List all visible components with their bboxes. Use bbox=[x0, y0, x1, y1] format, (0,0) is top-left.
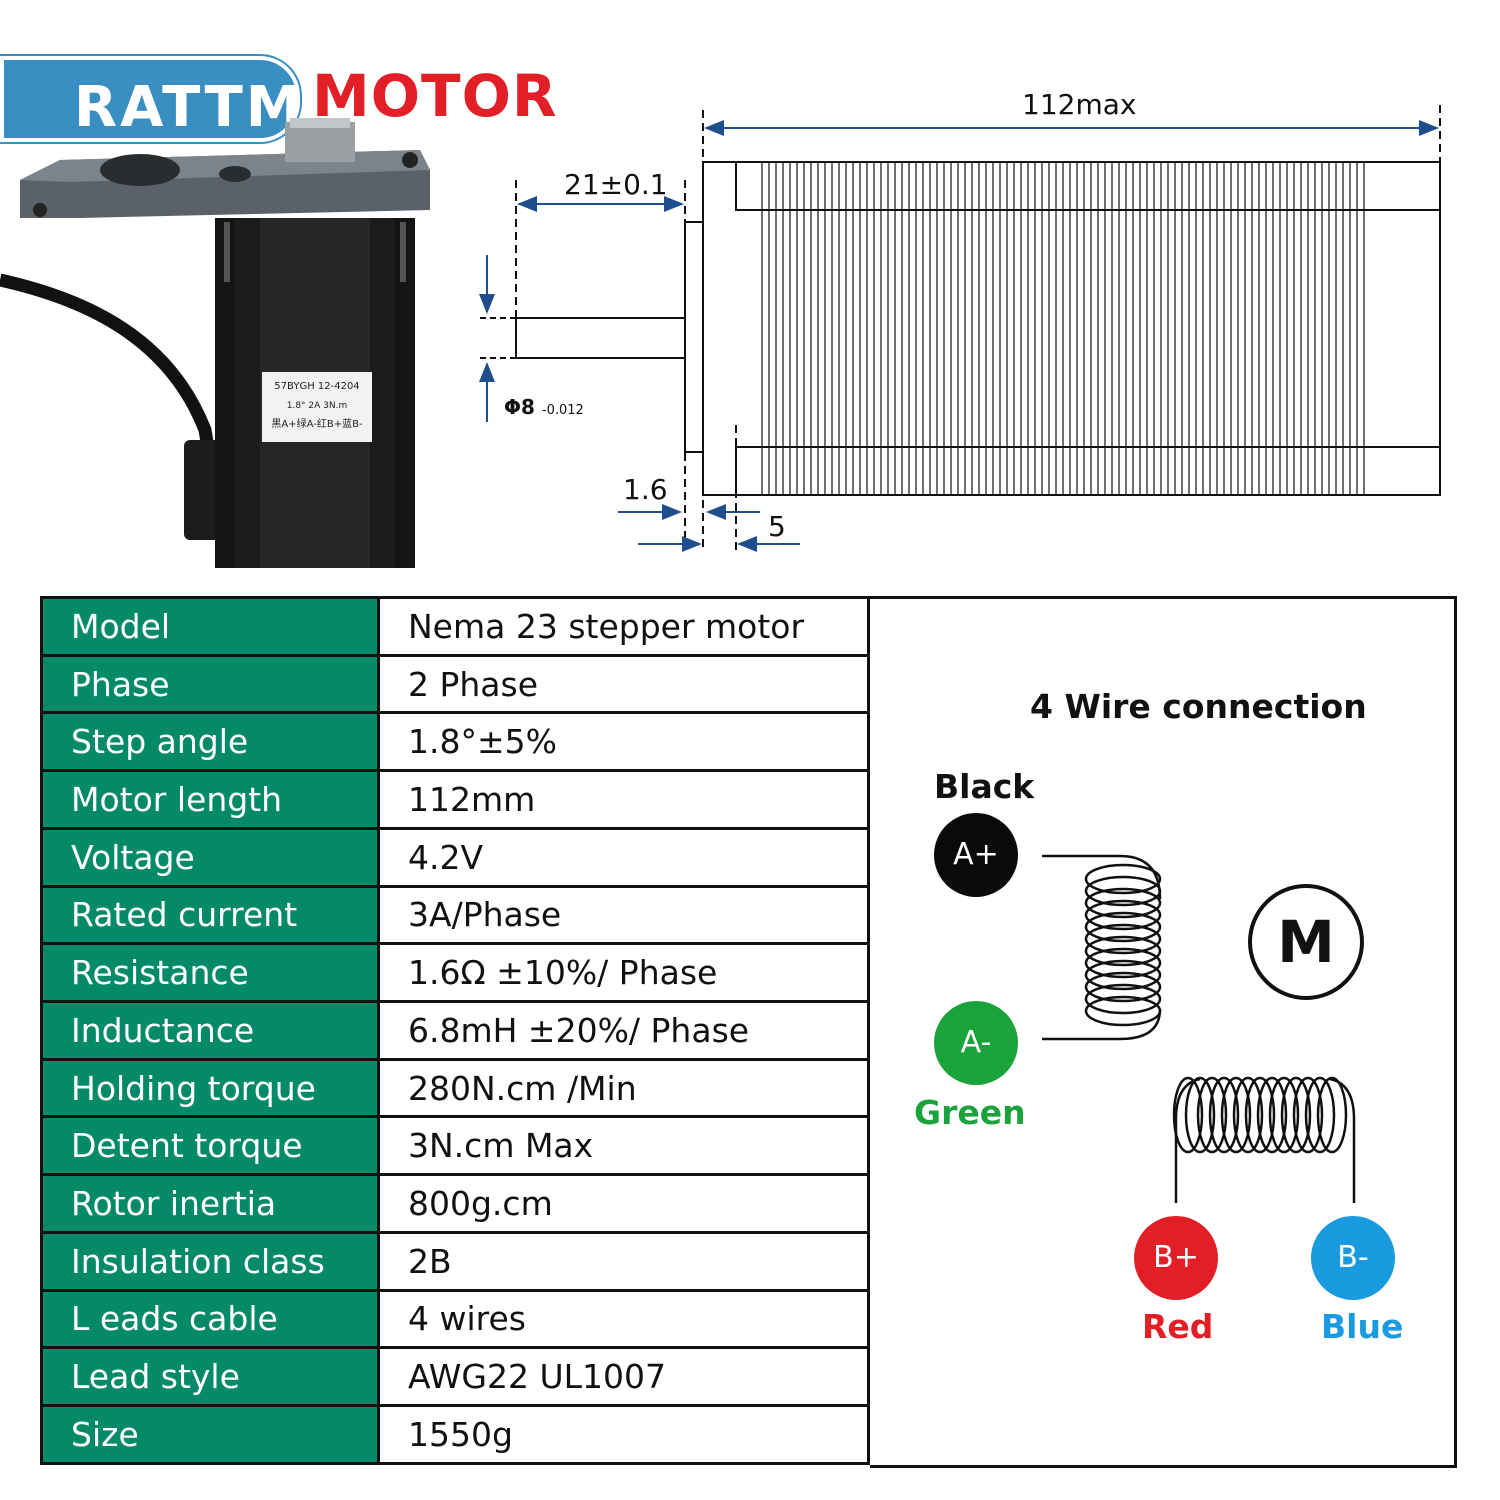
spec-label: Size bbox=[40, 1404, 380, 1465]
brand-suffix: MOTOR bbox=[312, 62, 558, 130]
spec-value: 4 wires bbox=[377, 1288, 870, 1350]
wiring-title: 4 Wire connection bbox=[1030, 687, 1367, 726]
spec-value: 1.6Ω ±10%/ Phase bbox=[377, 942, 870, 1004]
spec-value: 3N.cm Max bbox=[377, 1115, 870, 1177]
spec-label: Model bbox=[40, 596, 380, 657]
spec-label: Insulation class bbox=[40, 1230, 380, 1292]
spec-label: Step angle bbox=[40, 711, 380, 773]
dim-shaft-length: 21±0.1 bbox=[564, 168, 668, 201]
dim-boss-length: 5 bbox=[768, 510, 786, 543]
spec-label: Rotor inertia bbox=[40, 1173, 380, 1234]
spec-label: Voltage bbox=[40, 826, 380, 888]
spec-value: 112mm bbox=[377, 769, 870, 830]
dimension-drawing: 112max 21±0.1 Φ8 -0.012 1.6 5 bbox=[470, 80, 1470, 580]
spec-label: Rated current bbox=[40, 884, 380, 946]
motor-photo: 57BYGH 12-4204 1.8° 2A 3N.m 黑A+绿A-红B+蓝B- bbox=[0, 110, 460, 580]
spec-value: Nema 23 stepper motor bbox=[377, 596, 870, 657]
spec-value: 6.8mH ±20%/ Phase bbox=[377, 1000, 870, 1061]
spec-label: Phase bbox=[40, 653, 380, 715]
spec-label: Holding torque bbox=[40, 1057, 380, 1119]
spec-value: 800g.cm bbox=[377, 1173, 870, 1234]
spec-label: Lead style bbox=[40, 1346, 380, 1408]
motor-symbol: M bbox=[1248, 884, 1364, 1000]
photo-label-line-3: 黑A+绿A-红B+蓝B- bbox=[271, 417, 363, 430]
terminal-b-minus: B- bbox=[1311, 1216, 1395, 1300]
spec-value: 4.2V bbox=[377, 826, 870, 888]
dim-shaft-tolerance: -0.012 bbox=[541, 403, 584, 418]
terminal-a-plus: A+ bbox=[934, 813, 1018, 897]
spec-value: 3A/Phase bbox=[377, 884, 870, 946]
brand-logo: RATTM MOTOR bbox=[0, 50, 560, 142]
spec-value: AWG22 UL1007 bbox=[377, 1346, 870, 1408]
terminal-a-minus: A- bbox=[934, 1001, 1018, 1085]
spec-label: L eads cable bbox=[40, 1288, 380, 1350]
spec-value: 1.8°±5% bbox=[377, 711, 870, 773]
wire-color-blue: Blue bbox=[1321, 1307, 1404, 1346]
dim-shaft-diameter-value: Φ8 bbox=[504, 395, 535, 419]
dim-flange-thickness: 1.6 bbox=[623, 473, 668, 506]
wire-color-red: Red bbox=[1142, 1307, 1214, 1346]
brand-name: RATTM bbox=[74, 75, 305, 140]
spec-value: 280N.cm /Min bbox=[377, 1057, 870, 1119]
coil-drawing bbox=[1042, 854, 1356, 1203]
spec-label: Motor length bbox=[40, 769, 380, 830]
spec-label: Detent torque bbox=[40, 1115, 380, 1177]
dim-total-length: 112max bbox=[1022, 88, 1137, 121]
terminal-b-plus: B+ bbox=[1134, 1216, 1218, 1300]
dim-shaft-diameter: Φ8 -0.012 bbox=[504, 392, 584, 426]
spec-label: Resistance bbox=[40, 942, 380, 1004]
spec-value: 2B bbox=[377, 1230, 870, 1292]
spec-label: Inductance bbox=[40, 1000, 380, 1061]
wire-color-black: Black bbox=[934, 767, 1035, 806]
spec-value: 1550g bbox=[377, 1404, 870, 1465]
photo-label-line-2: 1.8° 2A 3N.m bbox=[287, 401, 348, 411]
photo-label-line-1: 57BYGH 12-4204 bbox=[274, 381, 359, 392]
wiring-diagram: 4 Wire connection Black A+ A- Green M B+… bbox=[870, 596, 1457, 1468]
spec-value: 2 Phase bbox=[377, 653, 870, 715]
wire-color-green: Green bbox=[914, 1093, 1026, 1132]
brand-pill: RATTM bbox=[0, 56, 302, 142]
